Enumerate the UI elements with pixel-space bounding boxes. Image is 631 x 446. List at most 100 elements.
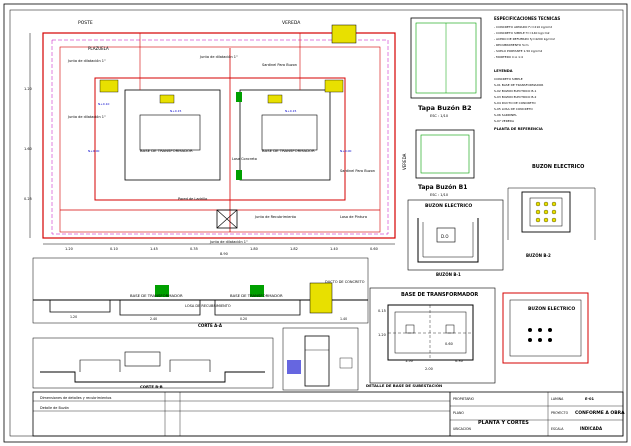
section-transformer-2 <box>250 285 264 297</box>
cota-5: 1.80 <box>250 247 258 251</box>
section-a-a: BASE DE TRANSFORMADOR BASE DE TRANSFORMA… <box>32 257 369 328</box>
plan-marker-1 <box>159 94 175 104</box>
plan-outer-boundary <box>42 32 396 239</box>
cota-2: 0.10 <box>110 247 118 251</box>
escala-value: INDICADA <box>580 426 603 431</box>
label-junta-2: Junta de dilatación 1" <box>199 55 238 59</box>
section-cota-d: 1.40 <box>340 317 347 321</box>
label-losa: Losa Concreto <box>232 157 257 161</box>
tapa-b2-scale: ESC : 1/10 <box>430 114 448 118</box>
section-corte-label: CORTE A-A <box>198 323 223 328</box>
label-junta-rec: Junta de Recubrimiento <box>254 215 296 219</box>
plan-inner-boundary <box>59 46 381 233</box>
section-frame <box>32 257 369 324</box>
label-plazuela: PLAZUELA <box>88 46 109 51</box>
ubicacion-label: UBICACION <box>453 427 471 431</box>
plan-right-cell <box>239 89 331 181</box>
base-transformer-detail: BASE DE TRANSFORMADOR 0.15 1.20 0.60 2.0… <box>366 287 496 388</box>
rev-line-2: Detalle de Buzón <box>40 406 69 410</box>
spec-line-0: - CONCRETO ARMADO f'c=210 kg/cm2 <box>494 25 552 29</box>
cota-9: 8.90 <box>220 252 228 256</box>
section-transformer-1 <box>155 285 169 297</box>
title-block-frame <box>32 391 624 437</box>
cota-10: 1.20 <box>24 87 32 91</box>
tapa-b2-title: Tapa Buzón B2 <box>418 104 471 112</box>
plan-dashed-frame <box>51 39 389 235</box>
label-junta-4: Junta de dilatación 1" <box>209 240 248 244</box>
buzon-b1-label: BUZÓN B-1 <box>436 272 461 277</box>
section-b-label: CORTE B-B <box>140 384 163 389</box>
spec-line-2: - ACERO DE REFUERZO fy=4200 kg/cm2 <box>494 37 555 41</box>
spec-line-4: - SUELO PORTANTE 1.50 kg/cm2 <box>494 49 542 53</box>
buzon-b2-plan: BUZON ELECTRICO BUZÓN B-2 <box>507 164 596 258</box>
base-dim-6: 0.30 <box>455 359 463 363</box>
legend-line-7: S-07 VEREDA <box>494 119 515 123</box>
planta-referencia: PLANTA DE REFERENCIA <box>494 127 543 131</box>
plan-manhole-2 <box>324 79 344 93</box>
label-base-left: BASE DE TRANSFORMADOR <box>140 148 193 153</box>
buzon-b2-outline <box>521 191 571 233</box>
label-base-right: BASE DE TRANSFORMADOR <box>262 148 315 153</box>
plan-tag-2: N+0.15 <box>170 109 182 113</box>
spec-line-3: - RECUBRIMIENTO 5cm <box>494 43 529 47</box>
cota-12: 0.25 <box>24 197 32 201</box>
legend-line-6: S-06 SARDINEL <box>494 113 517 117</box>
plan-center-box <box>216 209 238 229</box>
propietario-label: PROPIETARIO <box>453 397 475 401</box>
cota-4: 0.35 <box>190 247 198 251</box>
plan-green-pad-2 <box>236 170 242 180</box>
spec-line-1: - CONCRETO SIMPLE f'c=140 kg/cm2 <box>494 31 550 35</box>
plan-tag-3: N+0.15 <box>285 109 297 113</box>
escala-label: ESCALA <box>551 427 564 431</box>
plan-green-pad-1 <box>236 92 242 102</box>
plano-value: PLANTA Y CORTES <box>478 420 529 426</box>
cota-6: 1.82 <box>290 247 298 251</box>
plan-tag-4: N+0.00 <box>88 149 100 153</box>
legend-line-5: S-05 LOSA DE CONCRETO <box>494 107 533 111</box>
cota-8: 0.60 <box>370 247 378 251</box>
plan-right-base <box>261 114 318 151</box>
base-detail-caption: DETALLE DE BASE DE SUBESTACIÓN <box>366 383 442 388</box>
legend-line-2: S-02 BUZON ELECTRICO B-1 <box>494 89 536 93</box>
tapa-b1-detail: Tapa Buzón B1 ESC : 1/10 <box>415 129 475 197</box>
label-sardinel: Sardinel Para Buzon <box>262 63 297 67</box>
base-detail-frame <box>369 287 496 384</box>
legend-title: LEYENDA <box>494 69 513 73</box>
tapa-b1-scale: ESC : 1/10 <box>430 193 448 197</box>
plan-room-outer <box>94 77 346 201</box>
tapa-b1-title: Tapa Buzón B1 <box>418 184 467 191</box>
buzon-b1-opening <box>436 227 456 243</box>
legend-line-0: CONCRETO SIMPLE <box>494 77 523 81</box>
specs-block: ESPECIFICACIONES TECNICAS - CONCRETO ARM… <box>494 16 560 131</box>
sheet-inner-border <box>9 9 624 437</box>
base-dim-4: 2.00 <box>425 367 433 371</box>
label-poste: POSTE <box>78 20 93 26</box>
base-dim-2: 1.20 <box>378 333 386 337</box>
section-losa: LOSA DE RECUBRIMIENTO <box>185 304 231 308</box>
plan-poste-box <box>331 24 357 44</box>
section-manhole <box>309 282 333 314</box>
buzon-electrico-title-3: BUZON ELECTRICO <box>528 306 575 312</box>
spec-line-5: - MORTERO C:A 1:4 <box>494 55 523 59</box>
section-ducto: DUCTO DE CONCRETO <box>325 280 365 284</box>
legend-line-4: S-04 DUCTO DE CONCRETO <box>494 101 536 105</box>
tapa-b2-detail: Tapa Buzón B2 ESC : 1/10 <box>410 17 482 118</box>
section-base-2: BASE DE TRANSFORMADOR <box>230 293 283 298</box>
buzon-b2-section: BUZON ELECTRICO <box>502 292 589 364</box>
section-b-b: CORTE B-B <box>32 337 274 389</box>
proyecto-value: CONFORME A OBRA <box>575 410 625 416</box>
legend-line-3: S-03 BUZON ELECTRICO B-2 <box>494 95 536 99</box>
label-vereda: VEREDA <box>282 20 301 26</box>
cota-3: 1.45 <box>150 247 158 251</box>
buzon-b2-holes <box>535 201 557 223</box>
specs-title: ESPECIFICACIONES TECNICAS <box>494 16 560 21</box>
section-cota-b: 2.40 <box>150 317 157 321</box>
base-dim-1: 0.15 <box>378 309 386 313</box>
label-sardinel-2: Sardinel Para Buzon <box>340 169 375 173</box>
ducto-detail <box>282 327 359 391</box>
base-detail-slab <box>387 304 474 361</box>
base-detail-title: BASE DE TRANSFORMADOR <box>401 292 478 298</box>
plan-manhole-1 <box>99 79 119 93</box>
proyecto-label: PROYECTO <box>551 411 569 415</box>
